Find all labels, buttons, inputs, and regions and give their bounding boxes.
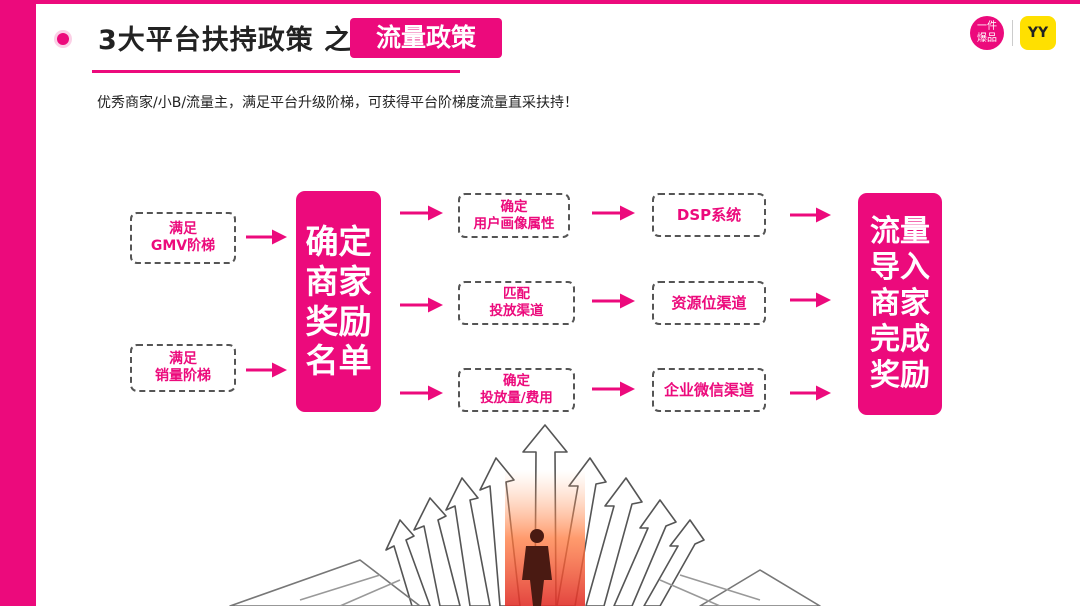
brand-logo-icon: 一件 爆品: [970, 16, 1004, 50]
brand-logo-text: 一件 爆品: [977, 21, 997, 44]
channel-wechat-label: 企业微信渠道: [663, 380, 754, 399]
condition-gmv-label: 满足 GMV阶梯: [150, 220, 216, 255]
channel-wechat: 企业微信渠道: [652, 368, 766, 412]
step-user-profile: 确定 用户画像属性: [458, 193, 570, 238]
channel-dsp: DSP系统: [652, 193, 766, 237]
yy-logo-text: YY: [1027, 25, 1049, 41]
condition-gmv: 满足 GMV阶梯: [130, 212, 236, 264]
top-accent-line: [36, 0, 1080, 4]
traffic-result-label: 流量 导入 商家 完成 奖励: [870, 214, 930, 393]
yy-logo-icon: YY: [1020, 16, 1056, 50]
left-accent-bar: [0, 0, 36, 606]
step-match-channel-label: 匹配 投放渠道: [489, 286, 544, 319]
title-bullet-icon: [57, 33, 69, 45]
condition-sales-label: 满足 销量阶梯: [155, 350, 211, 385]
merchant-reward-list-label: 确定 商家 奖励 名单: [305, 222, 372, 381]
merchant-reward-list-box: 确定 商家 奖励 名单: [296, 191, 381, 412]
walking-person-icon: [522, 529, 552, 606]
page-title: 3大平台扶持政策 之: [98, 25, 353, 56]
channel-resource-label: 资源位渠道: [671, 293, 747, 312]
channel-dsp-label: DSP系统: [676, 205, 742, 224]
channel-resource: 资源位渠道: [652, 281, 766, 325]
illustration-glow: [505, 470, 585, 606]
logo-divider: [1012, 20, 1013, 46]
page-subtitle: 优秀商家/小B/流量主，满足平台升级阶梯，可获得平台阶梯度流量直采扶持！: [97, 95, 579, 111]
step-user-profile-label: 确定 用户画像属性: [473, 198, 555, 232]
condition-sales: 满足 销量阶梯: [130, 344, 236, 392]
title-badge: 流量政策: [350, 18, 502, 58]
step-match-channel: 匹配 投放渠道: [458, 281, 575, 325]
title-underline: [92, 70, 460, 73]
traffic-result-box: 流量 导入 商家 完成 奖励: [858, 193, 942, 415]
step-volume-cost: 确定 投放量/费用: [458, 368, 575, 412]
step-volume-cost-label: 确定 投放量/费用: [480, 373, 553, 406]
